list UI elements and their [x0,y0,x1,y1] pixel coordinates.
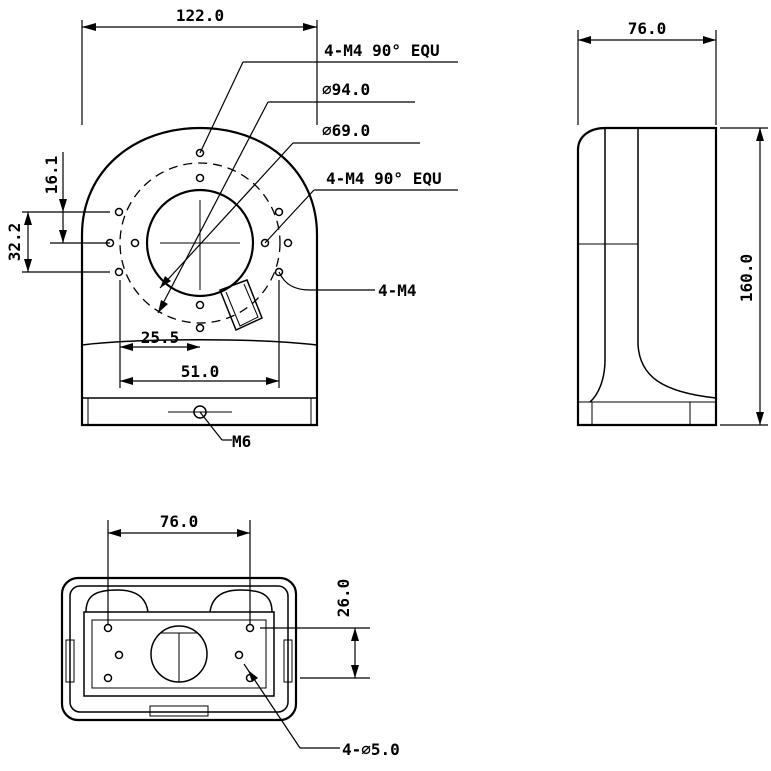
bottom-hole-ul [103,623,113,633]
dim-16-label: 16.1 [42,156,61,195]
leader-mid [264,189,315,244]
dim-bottom-76-label: 76.0 [160,512,199,531]
leader-dia69 [159,142,294,289]
dim-51-label: 51.0 [181,362,220,381]
leader-top [199,61,244,154]
front-hole-left-inner [130,238,140,248]
bottom-front-tab [149,705,209,717]
callout-dia94-label: ∅94.0 [322,80,370,99]
front-hole-top-inner [195,173,205,183]
front-hole-ur [274,207,284,217]
front-cable-exit [219,279,263,332]
callout-dia69-label: ∅69.0 [322,121,370,140]
side-front-curve [589,128,606,403]
side-inner-curve [637,344,717,399]
front-band-upper [81,339,318,346]
bottom-view: 76.0 26.0 4-∅5.0 [60,512,400,759]
front-hole-ll [114,267,124,277]
callout-mid-label: 4-M4 90° EQU [326,169,442,188]
dim-122-label: 122.0 [176,6,224,25]
dim-26-label: 26.0 [334,579,353,618]
leader-right [278,271,375,291]
front-bolt-circle [119,162,281,324]
bottom-hole-ur [245,623,255,633]
bottom-plate-inner [91,619,267,689]
dim-32-label: 32.2 [5,223,24,262]
callout-top-label: 4-M4 90° EQU [324,41,440,60]
dim-side-76-label: 76.0 [628,19,667,38]
dim-25-5-label: 25.5 [141,328,180,347]
front-hole-right-outer [283,238,293,248]
front-hole-bottom-inner [195,300,205,310]
dim-160-label: 160.0 [737,254,756,302]
bottom-hole-ml [114,650,124,660]
bottom-inner-outline [69,585,289,713]
bottom-hole-ll [103,673,113,683]
bottom-side-tab-right [283,639,293,683]
callout-m6-label: M6 [232,432,251,451]
side-view: 76.0 160.0 [576,19,768,427]
bottom-side-tab-left [65,639,75,683]
bottom-hole-mr [234,650,244,660]
bottom-plate [83,611,275,697]
front-hole-bottom-outer [195,323,205,333]
bottom-slot-right [209,589,273,613]
bottom-outer-outline [60,576,298,722]
front-hole-ul [114,207,124,217]
side-outline [576,126,718,427]
callout-right-label: 4-M4 [378,281,417,300]
front-view: 122.0 4-M4 90° EQU ∅94.0 ∅69.0 4-M4 90° … [5,6,458,451]
front-opening [145,188,255,298]
leader-dia94 [157,101,269,314]
callout-holes-label: 4-∅5.0 [342,740,400,759]
bottom-slot-left [85,589,149,613]
leader-m6 [199,411,223,441]
front-body-outline [80,126,319,427]
